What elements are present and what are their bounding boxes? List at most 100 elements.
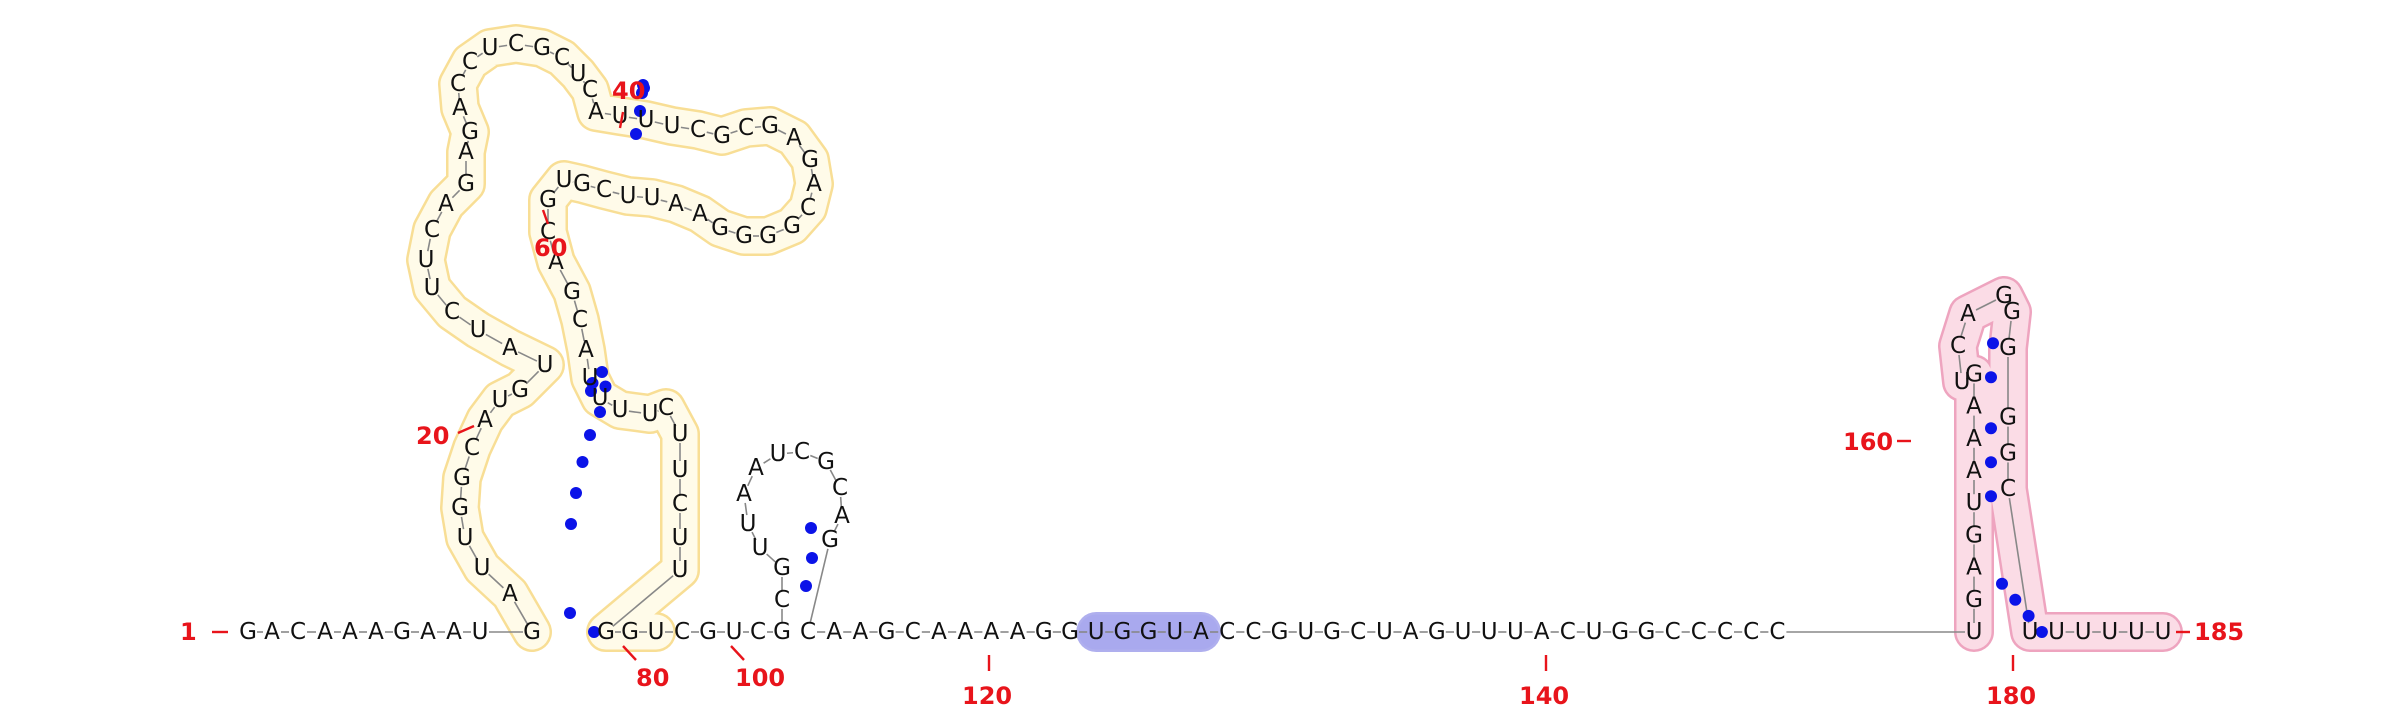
nucleotide: U [1507,619,1524,645]
nucleotide: A [1534,619,1550,645]
nucleotide: U [648,619,665,645]
nucleotide: A [834,503,850,529]
position-label-60: 60 [534,234,567,262]
nucleotide: G [801,147,819,173]
nucleotide: G [821,527,839,553]
nucleotide: C [1717,619,1733,645]
nucleotide: A [368,619,384,645]
nucleotide: C [905,619,921,645]
nucleotide: G [1999,335,2017,361]
nucleotide: U [2155,619,2172,645]
backbone-bond [637,197,643,198]
nucleotide: A [957,619,973,645]
nucleotide: A [438,191,454,217]
nucleotide: C [508,31,524,57]
nucleotide: G [1271,619,1289,645]
base-pair-dot [577,456,589,468]
nucleotide: U [556,167,573,193]
base-pair-dot [564,607,576,619]
nucleotide: C [1665,619,1681,645]
nucleotide: U [672,557,689,583]
nucleotide: C [832,475,848,501]
nucleotide: A [264,619,280,645]
nucleotide: G [735,223,753,249]
base-pair-dot [806,552,818,564]
nucleotide: G [1061,619,1079,645]
nucleotide: G [759,223,777,249]
base-pair-dot [800,580,812,592]
nucleotide: A [826,619,842,645]
nucleotide: G [523,619,541,645]
position-label-180: 180 [1986,682,2036,710]
nucleotide: G [713,123,731,149]
nucleotide: C [794,439,810,465]
nucleotide: G [451,495,469,521]
nucleotide: A [446,619,462,645]
nucleotide: A [420,619,436,645]
nucleotide: G [533,35,551,61]
nucleotide: C [1743,619,1759,645]
nucleotide: U [470,317,487,343]
nucleotide: C [572,307,588,333]
nucleotide: A [1010,619,1026,645]
nucleotide: G [817,449,835,475]
nucleotide: U [1088,619,1105,645]
nucleotide: G [773,555,791,581]
nucleotide: U [2101,619,2118,645]
nucleotide: U [726,619,743,645]
base-pair-dot [1987,337,1999,349]
nucleotide: G [711,215,729,241]
nucleotide: C [290,619,306,645]
nucleotide: G [1999,405,2017,431]
backbone-bond [605,113,611,114]
nucleotide: A [1966,394,1982,420]
position-label-40: 40 [612,77,645,105]
nucleotide: G [773,619,791,645]
nucleotide: A [1966,555,1982,581]
nucleotide: U [644,185,661,211]
nucleotide: U [664,113,681,139]
nucleotide: G [1113,619,1131,645]
nucleotide: C [1245,619,1261,645]
nucleotide: U [1166,619,1183,645]
base-pair-dot [1985,490,1997,502]
nucleotide: G [1611,619,1629,645]
nucleotide: C [800,619,816,645]
nucleotide: G [573,171,591,197]
nucleotide: C [1769,619,1785,645]
nucleotide: G [783,213,801,239]
backbone-layer [257,45,2154,632]
nucleotide: A [502,581,518,607]
nucleotide: G [1323,619,1341,645]
nucleotide: A [317,619,333,645]
nucleotide: C [1350,619,1366,645]
nucleotide: A [1966,458,1982,484]
nucleotide: G [461,119,479,145]
nucleotide: U [1297,619,1314,645]
nucleotide: G [597,619,615,645]
nucleotide: U [2128,619,2145,645]
nucleotide: U [1481,619,1498,645]
nucleotide: C [2000,476,2016,502]
nucleotide: U [638,107,655,133]
nucleotide: G [1965,587,1983,613]
base-pair-dot [584,429,596,441]
nucleotide: G [1965,522,1983,548]
nucleotide: U [642,401,659,427]
position-label-1: 1 [180,618,197,646]
nucleotide: G [1035,619,1053,645]
base-pair-dot [565,518,577,530]
nucleotide: A [736,481,752,507]
nucleotide: U [1586,619,1603,645]
nucleotide: C [750,619,766,645]
nucleotide: G [761,113,779,139]
nucleotide: U [537,352,554,378]
nucleotide: U [418,247,435,273]
position-label-100: 100 [735,664,785,692]
nucleotide: G [699,619,717,645]
nucleotide: A [692,201,708,227]
nucleotide: U [672,421,689,447]
nucleotide: A [806,171,822,197]
